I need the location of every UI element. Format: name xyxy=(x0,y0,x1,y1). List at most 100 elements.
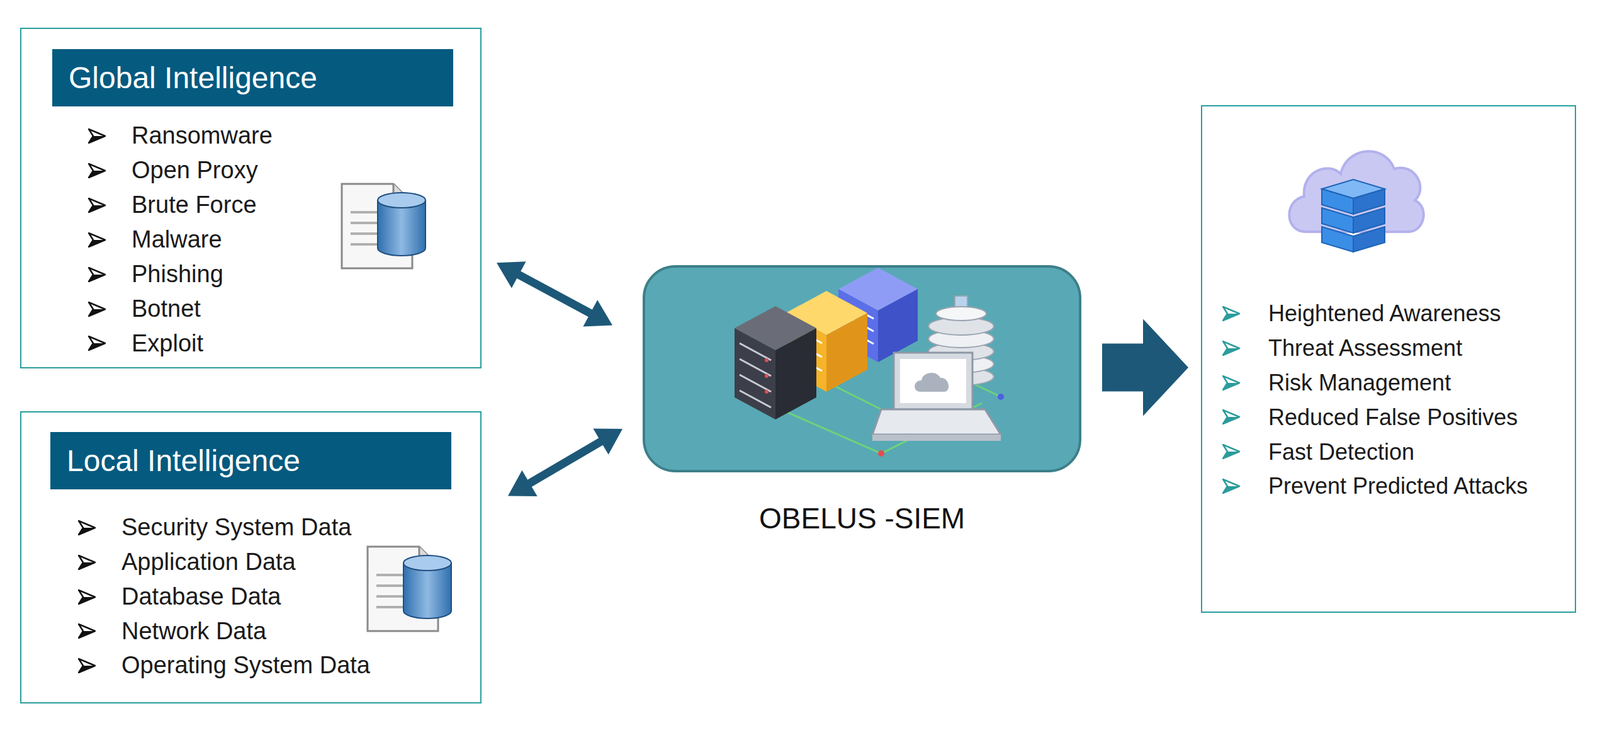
arrow-shaft xyxy=(527,439,603,485)
bullet-arrow-fill xyxy=(1222,382,1240,390)
database-document-icon xyxy=(367,546,452,631)
node-label: OBELUS -SIEM xyxy=(759,501,965,536)
bullet-arrow-shape xyxy=(1222,409,1240,424)
bullet-text: Fast Detection xyxy=(1268,438,1415,466)
bullet-text: Threat Assessment xyxy=(1268,334,1463,362)
bullet-arrow-fill xyxy=(88,170,106,178)
bullet-text: Ransomware xyxy=(131,121,273,151)
bullet-arrow xyxy=(88,232,106,248)
bullet-arrow-shape xyxy=(88,232,106,247)
bullet-arrow-fill xyxy=(1222,451,1240,459)
bullet-arrow xyxy=(78,554,96,570)
bullet-arrow xyxy=(78,657,96,673)
bullet-arrow-shape xyxy=(78,623,96,638)
bullet-arrow-fill xyxy=(1222,313,1240,321)
bullet-arrow xyxy=(88,335,106,351)
bullet-arrow xyxy=(78,623,96,639)
bullet-text: Prevent Predicted Attacks xyxy=(1268,472,1528,500)
storage-stack xyxy=(928,295,994,386)
network-lines xyxy=(780,377,1001,454)
bullet-arrow xyxy=(1222,305,1240,322)
bullet-arrow-shape xyxy=(1222,478,1240,493)
bullet-arrow-fill xyxy=(88,205,106,213)
outcome-box: Heightened AwarenessThreat AssessmentRis… xyxy=(1200,105,1577,613)
database-document-icon xyxy=(341,183,426,269)
bullet-arrow-shape xyxy=(1222,375,1240,390)
bullet-text: Database Data xyxy=(121,582,282,612)
bullet-arrow-fill xyxy=(78,596,96,604)
intel-box: Local IntelligenceSecurity System DataAp… xyxy=(20,411,482,704)
bullet-arrow xyxy=(1222,409,1240,425)
arrow-head xyxy=(582,299,613,327)
bullet-text: Malware xyxy=(131,225,223,255)
bullet-arrow xyxy=(78,589,96,605)
arrow-shaft xyxy=(516,273,593,315)
bullet-text: Botnet xyxy=(131,294,201,324)
bullet-text: Exploit xyxy=(131,329,204,359)
bullet-text: Operating System Data xyxy=(121,650,371,680)
bullet-arrow-fill xyxy=(1222,485,1240,493)
arrow-head xyxy=(496,261,527,288)
double-arrow xyxy=(496,261,613,327)
bullet-arrow-fill xyxy=(78,562,96,570)
bullet-arrow xyxy=(88,301,106,317)
bullet-arrow-fill xyxy=(78,630,96,638)
bullet-arrow-shape xyxy=(88,163,106,178)
bullet-arrow-fill xyxy=(1222,348,1240,355)
laptop xyxy=(872,352,1001,441)
bullet-arrow-shape xyxy=(1222,444,1240,459)
arrow-head xyxy=(507,470,538,496)
bullet-arrow-shape xyxy=(88,129,106,143)
bullet-text: Heightened Awareness xyxy=(1268,299,1502,327)
header-text: Global Intelligence xyxy=(68,59,318,97)
bullet-arrow-shape xyxy=(78,589,96,604)
bullet-text: Risk Management xyxy=(1268,368,1451,396)
bullet-arrow-shape xyxy=(88,302,106,316)
bullet-arrow-fill xyxy=(78,665,96,673)
block-arrow-shape xyxy=(1102,318,1189,416)
bullet-arrow-fill xyxy=(88,274,106,282)
bullet-arrow xyxy=(1222,340,1240,356)
bullet-text: Phishing xyxy=(131,259,224,289)
bullet-text: Brute Force xyxy=(131,190,257,220)
header-text: Local Intelligence xyxy=(66,442,301,479)
bullet-text: Reduced False Positives xyxy=(1268,403,1518,431)
bullet-arrow xyxy=(88,128,106,144)
bullet-arrow-shape xyxy=(1222,341,1240,355)
bullet-arrow-shape xyxy=(88,336,106,350)
bullet-arrow xyxy=(1222,478,1240,494)
cloud-server-icon xyxy=(1289,151,1424,252)
bullet-arrow-shape xyxy=(78,555,96,570)
block-arrow xyxy=(1102,318,1189,416)
bullet-text: Security System Data xyxy=(121,512,352,542)
bullet-arrow-shape xyxy=(1222,306,1240,321)
bullet-arrow-fill xyxy=(88,343,106,350)
bullet-arrow-shape xyxy=(78,520,96,535)
bullet-arrow-shape xyxy=(88,198,106,213)
bullet-arrow xyxy=(88,197,106,213)
yellow-server xyxy=(785,290,868,392)
bullet-arrow xyxy=(1222,443,1240,459)
arrow-head xyxy=(592,428,623,454)
bullet-arrow-fill xyxy=(88,309,106,316)
bullet-text: Open Proxy xyxy=(131,156,259,186)
bullet-arrow-fill xyxy=(1222,416,1240,424)
siem-box: OBELUS -SIEM xyxy=(642,264,1082,473)
bullet-arrow xyxy=(88,266,106,282)
bullet-arrow-fill xyxy=(78,527,96,535)
bullet-arrow xyxy=(88,163,106,179)
bullet-arrow-fill xyxy=(88,239,106,247)
bullet-text: Network Data xyxy=(121,616,267,646)
dark-server xyxy=(734,305,817,420)
header-band: Global Intelligence xyxy=(52,49,454,107)
bullet-arrow xyxy=(78,519,96,536)
blue-server xyxy=(838,267,918,362)
bullet-arrow-fill xyxy=(88,135,106,143)
intel-box: Global IntelligenceRansomwareOpen ProxyB… xyxy=(20,27,482,369)
bullet-arrow-shape xyxy=(88,267,106,282)
bullet-text: Application Data xyxy=(121,547,296,577)
bullet-arrow xyxy=(1222,375,1240,391)
header-band: Local Intelligence xyxy=(50,431,452,490)
double-arrow xyxy=(507,428,623,496)
